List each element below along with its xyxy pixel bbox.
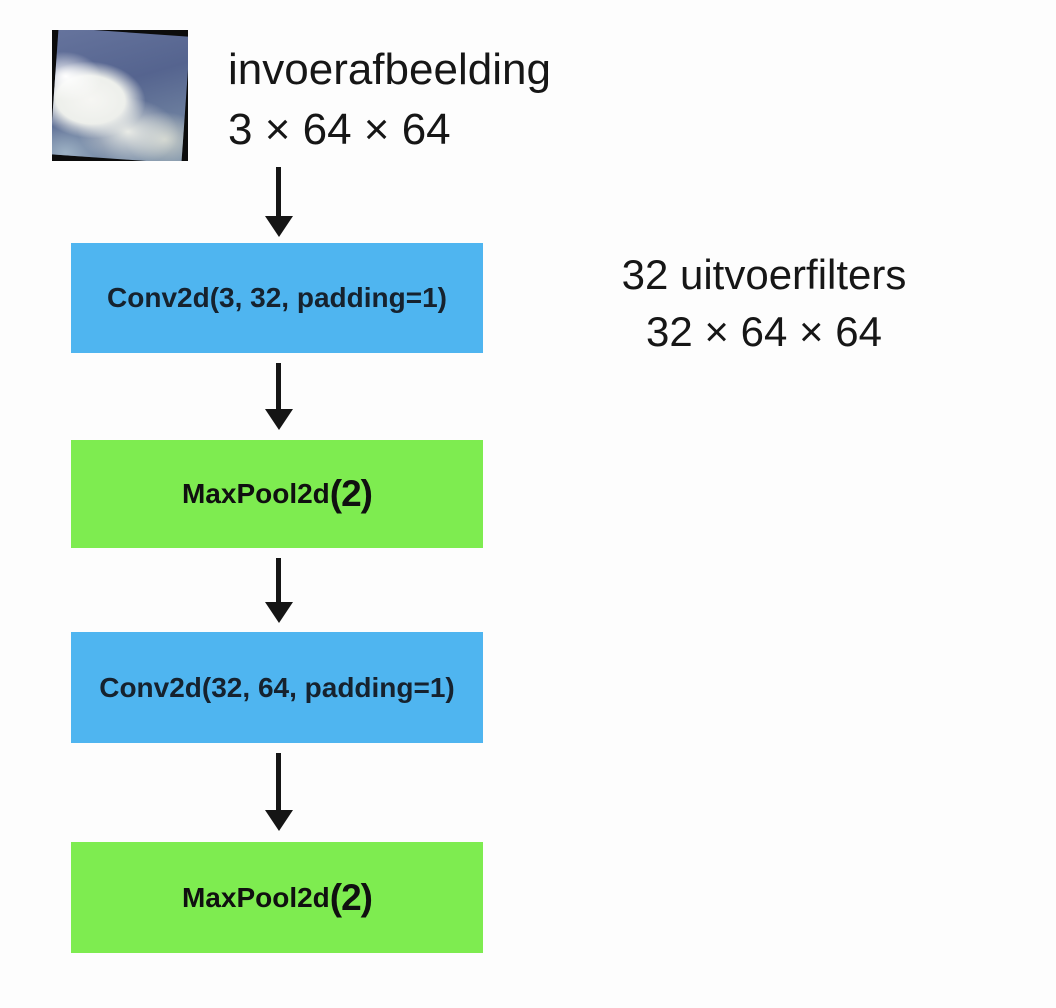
layer-label-conv2: Conv2d(32, 64, padding=1) — [99, 671, 455, 703]
layer-label-pool2-arg: (2) — [329, 876, 373, 918]
arrow-down-1 — [276, 167, 281, 218]
layer-label-pool1-arg: (2) — [329, 473, 373, 514]
layer-box-pool1: MaxPool2d(2) — [71, 440, 483, 548]
layer-label-pool1: MaxPool2d — [181, 478, 330, 509]
arrow-down-4 — [276, 753, 281, 812]
output-filters-note: 32 uitvoerfilters 32 × 64 × 64 — [578, 246, 950, 360]
layer-label-pool2: MaxPool2d — [181, 881, 330, 913]
note-line1: 32 uitvoerfilters — [621, 251, 907, 298]
input-label: invoerafbeelding — [228, 45, 551, 94]
layer-box-pool2: MaxPool2d(2) — [71, 842, 483, 953]
arrow-down-2 — [276, 363, 281, 411]
layer-box-conv2: Conv2d(32, 64, padding=1) — [71, 632, 483, 743]
layer-box-conv1: Conv2d(3, 32, padding=1) — [71, 243, 483, 353]
input-label-block: invoerafbeelding 3 × 64 × 64 — [228, 40, 551, 160]
arrow-down-3 — [276, 558, 281, 604]
sky-clouds-photo — [52, 30, 188, 161]
input-shape: 3 × 64 × 64 — [228, 105, 451, 154]
input-image-frame — [52, 30, 188, 161]
layer-label-conv1: Conv2d(3, 32, padding=1) — [107, 282, 447, 313]
note-line2: 32 × 64 × 64 — [646, 308, 882, 355]
